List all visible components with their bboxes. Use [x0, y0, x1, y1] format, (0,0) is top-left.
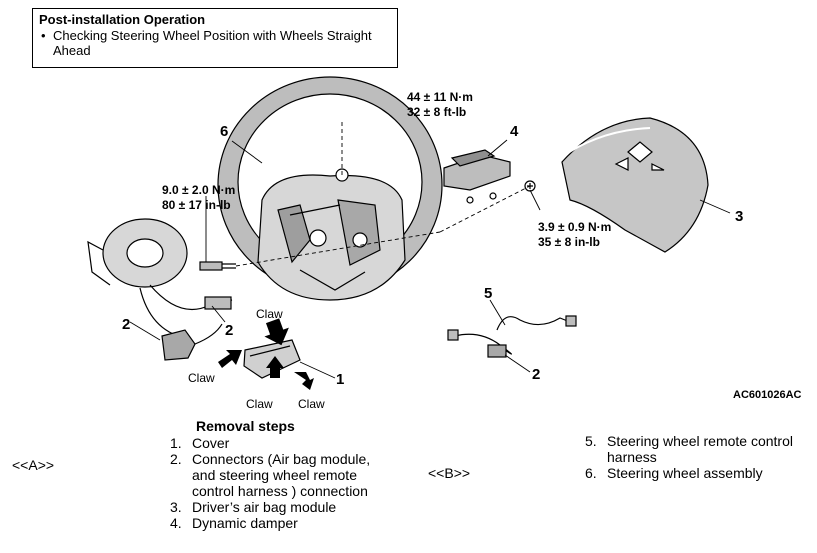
cover — [243, 339, 301, 379]
callout-5: 5 — [484, 285, 493, 302]
ref-a: <<A>> — [12, 457, 55, 473]
claw-label-top: Claw — [256, 307, 283, 321]
callout-2-mid: 2 — [225, 322, 234, 339]
callout-2-left: 2 — [122, 316, 131, 333]
torque-top-nm: 44 ± 11 N·m — [407, 90, 473, 104]
clock-spring-assembly — [87, 218, 233, 339]
bullet-icon: • — [41, 28, 46, 43]
post-installation-box: Post-installation Operation • Checking S… — [32, 8, 398, 68]
removal-step-6: 6.Steering wheel assembly — [585, 465, 763, 481]
removal-steps-title: Removal steps — [196, 418, 295, 434]
torque-right-nm: 3.9 ± 0.9 N·m — [538, 220, 612, 234]
claw-label-bottom-right: Claw — [298, 397, 325, 411]
removal-step-3: 3.Driver’s air bag module — [170, 499, 337, 515]
ref-b: <<B>> — [428, 465, 471, 481]
callout-6: 6 — [220, 123, 229, 140]
figure-code: AC601026AC — [733, 389, 802, 401]
claw-arrows — [218, 318, 314, 390]
driver-air-bag-module — [559, 117, 709, 253]
post-installation-item-line-2: Ahead — [53, 43, 91, 58]
callout-3: 3 — [735, 208, 744, 225]
removal-step-4: 4.Dynamic damper — [170, 515, 298, 531]
torque-top: 44 ± 11 N·m 32 ± 8 ft-lb — [407, 90, 473, 120]
torque-left-nm: 9.0 ± 2.0 N·m — [162, 183, 236, 197]
callout-4: 4 — [510, 123, 519, 140]
steering-wheel-hub — [257, 168, 406, 301]
callout-1: 1 — [336, 371, 345, 388]
torque-right: 3.9 ± 0.9 N·m 35 ± 8 in-lb — [538, 220, 611, 250]
callout-2-right: 2 — [532, 366, 541, 383]
torque-left: 9.0 ± 2.0 N·m 80 ± 17 in-lb — [162, 183, 235, 213]
alignment-lines — [235, 120, 531, 267]
removal-step-1: 1.Cover — [170, 435, 230, 451]
torque-right-inlb: 35 ± 8 in-lb — [538, 235, 600, 249]
claw-label-left: Claw — [188, 371, 215, 385]
post-installation-item-line-1: Checking Steering Wheel Position with Wh… — [53, 28, 372, 43]
claw-label-bottom-left: Claw — [246, 397, 273, 411]
dynamic-damper — [443, 149, 511, 204]
connector-left — [161, 323, 223, 361]
removal-steps-list-left: 1.Cover 2.Connectors (Air bag module,and… — [170, 435, 370, 531]
removal-step-2: 2.Connectors (Air bag module,and steerin… — [170, 451, 371, 499]
torque-top-ftlb: 32 ± 8 ft-lb — [407, 105, 467, 119]
post-installation-title: Post-installation Operation — [39, 12, 206, 27]
remote-control-harness — [447, 315, 577, 358]
screw-left — [199, 261, 236, 271]
leader-lines — [129, 139, 731, 379]
post-installation-item: • Checking Steering Wheel Position with … — [39, 28, 391, 58]
torque-left-inlb: 80 ± 17 in-lb — [162, 198, 231, 212]
